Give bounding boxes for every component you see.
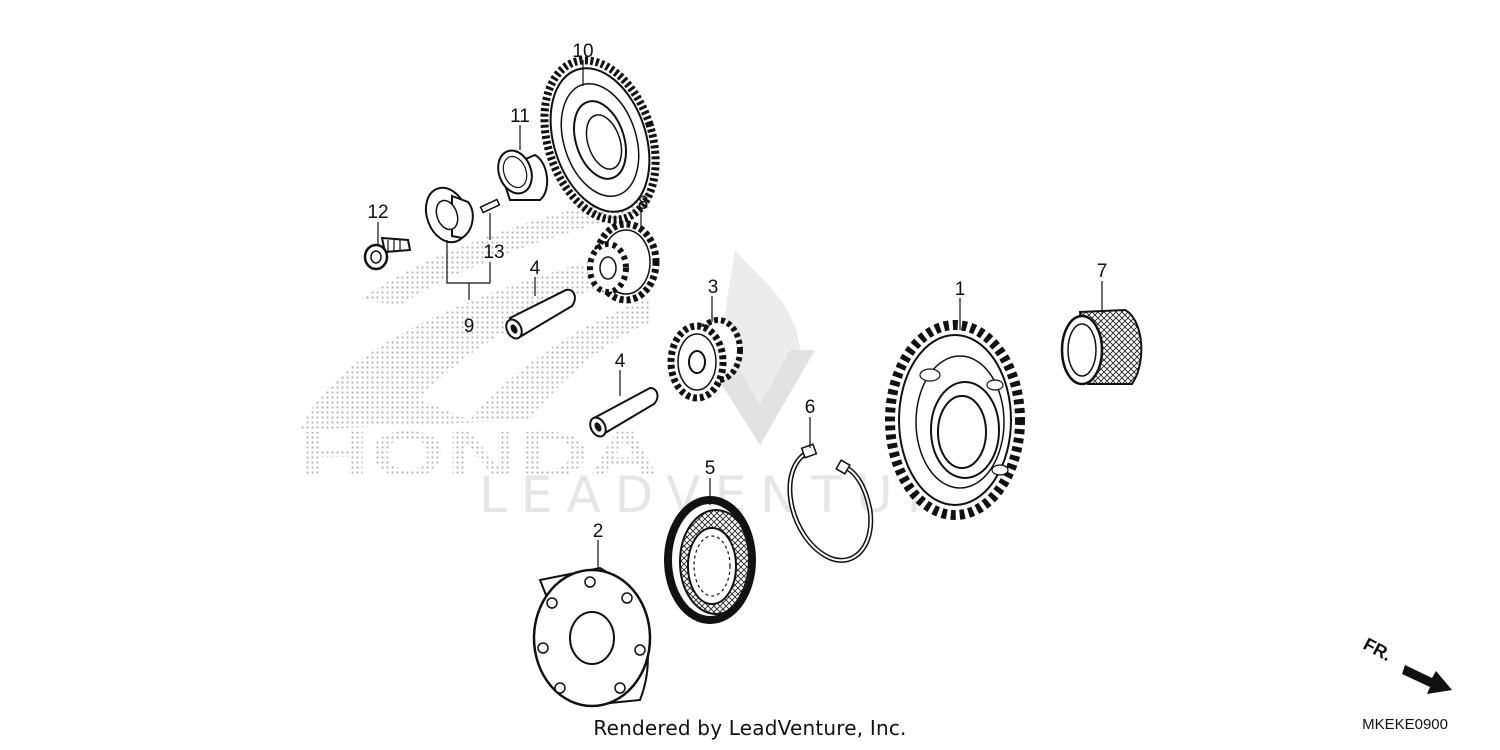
callouts: 10 11 12 8 13 9 4 3 4 1 7 6 5 2 [367,41,1107,542]
front-label: FR. [1360,634,1395,665]
part-6-gear[interactable] [587,220,660,304]
callout-8: 10 [572,41,593,62]
part-5-one-way-clutch[interactable] [664,496,756,624]
callout-3: 3 [708,277,719,298]
part-7-collar[interactable] [419,182,476,248]
callout-7: 9 [464,316,475,337]
callout-4-upper: 4 [530,258,541,279]
part-4-shaft-upper[interactable] [503,288,576,341]
part-4-shaft-lower[interactable] [587,386,659,439]
callout-10: 12 [367,202,388,223]
part-10-bolt[interactable] [363,236,412,271]
callout-12: 7 [1097,261,1108,282]
part-9-bushing[interactable] [492,146,549,201]
part-12-needle-bearing[interactable] [1060,308,1143,386]
part-3-gear[interactable] [667,317,743,402]
footer-credit: Rendered by LeadVenture, Inc. [593,716,907,740]
callout-5: 5 [705,458,716,479]
callout-2: 2 [593,521,604,542]
callout-13: 13 [483,242,504,263]
diagram-code: MKEKE0900 [1362,716,1448,733]
front-direction-indicator: FR. [1360,634,1452,694]
part-13-pin[interactable] [479,198,501,214]
callout-6: 8 [638,193,649,214]
part-11-snap-ring[interactable] [787,443,874,563]
part-1-gear[interactable] [885,320,1025,520]
callout-1: 1 [955,279,966,300]
callout-11: 6 [805,397,816,418]
part-8-gear[interactable] [525,46,675,234]
leader-lines [377,60,1103,570]
callout-9: 11 [510,106,530,127]
part-2-clutch-outer[interactable] [532,566,652,708]
front-arrow-icon [1402,665,1452,694]
callout-4-lower: 4 [615,351,626,372]
